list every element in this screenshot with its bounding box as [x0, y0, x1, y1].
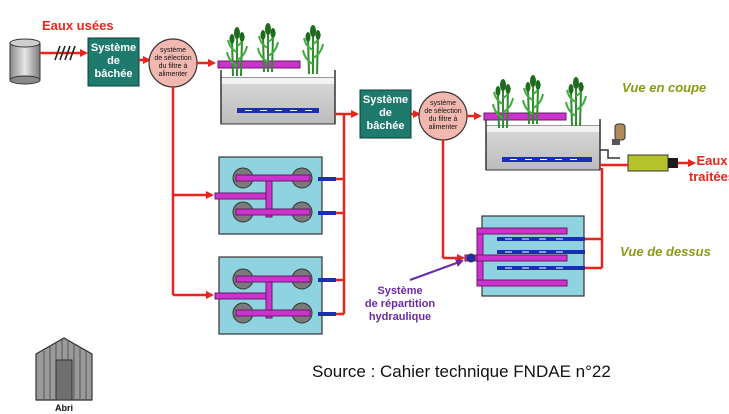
abri-label: Abri [55, 403, 73, 413]
inlet-flow [40, 45, 88, 61]
svg-text:de: de [107, 55, 120, 67]
svg-text:de: de [379, 107, 392, 119]
svg-text:alimenter: alimenter [159, 71, 188, 78]
collector-flow-1 [335, 110, 359, 316]
svg-text:alimenter: alimenter [429, 124, 458, 131]
svg-text:Système: Système [363, 94, 408, 106]
selector-circle-1: système de sélection du filtre à aliment… [148, 38, 198, 88]
svg-text:bâchée: bâchée [367, 120, 405, 132]
svg-text:du filtre à: du filtre à [159, 63, 188, 70]
svg-text:système: système [430, 100, 456, 107]
filter-topview-left-1 [214, 156, 336, 235]
svg-text:bâchée: bâchée [95, 68, 133, 80]
meter-icon [600, 123, 626, 159]
bachee-box-2: Système de bâchée [359, 89, 412, 139]
selector-circle-2: système de sélection du filtre à aliment… [418, 91, 468, 141]
svg-text:du filtre à: du filtre à [429, 116, 458, 123]
svg-text:de répartition: de répartition [365, 298, 436, 310]
svg-text:Système: Système [91, 42, 136, 54]
reed-plant-icon [302, 24, 324, 75]
abri-shelter-icon [35, 337, 93, 401]
eaux-traitees-label: traitées [689, 169, 729, 184]
vue-de-dessus-label: Vue de dessus [620, 244, 711, 259]
svg-text:de sélection: de sélection [424, 108, 461, 115]
tank-icon [9, 38, 41, 85]
vue-en-coupe-label: Vue en coupe [622, 80, 706, 95]
outlet-channel [600, 154, 696, 172]
source-caption: Source : Cahier technique FNDAE n°22 [312, 362, 611, 381]
filter-topview-right [464, 215, 585, 297]
reed-plant-icon [226, 26, 248, 77]
flow-lines-right [441, 112, 482, 262]
reed-plant-icon [492, 78, 514, 129]
svg-text:hydraulique: hydraulique [369, 311, 431, 323]
filter-section-right [483, 74, 601, 171]
filter-topview-left-2 [214, 256, 336, 335]
bachee-box-1: Système de bâchée [87, 37, 140, 87]
svg-text:Système: Système [377, 285, 422, 297]
eaux-usees-label: Eaux usées [42, 18, 114, 33]
svg-text:système: système [160, 47, 186, 54]
collector-flow-2 [585, 168, 604, 270]
flow-lines-left [171, 59, 216, 299]
eaux-traitees-label: Eaux [696, 153, 728, 168]
reed-plant-icon [565, 76, 587, 127]
svg-text:de sélection: de sélection [154, 55, 191, 62]
filter-section-left [217, 22, 336, 125]
repartition-label: Système de répartition hydraulique [365, 259, 464, 323]
